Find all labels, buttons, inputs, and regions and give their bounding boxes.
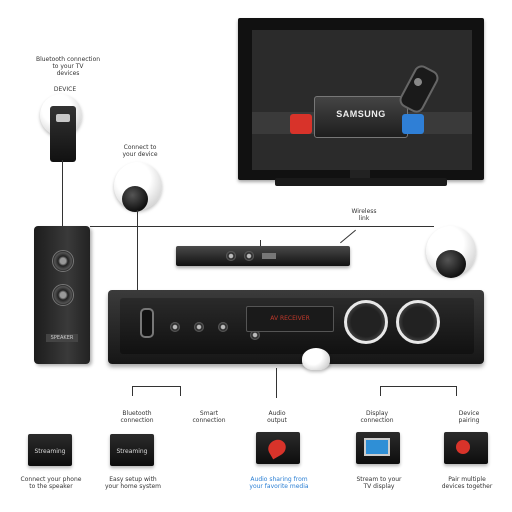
connector-line-h: [90, 226, 434, 227]
bottom-bracket-right-v2: [456, 386, 457, 396]
receiver-slot: [140, 308, 154, 338]
feature-desc-3-line-2: your favorite media: [249, 483, 309, 490]
receiver-knob-right[interactable]: [396, 300, 440, 344]
feature-desc-1: Connect your phone to the speaker: [18, 476, 84, 490]
feature-caption-2-line-2: connection: [192, 417, 226, 424]
bottom-line-center: [276, 368, 277, 398]
feature-caption-1-line-2: connection: [120, 417, 154, 424]
feature-caption-5-line-2: pairing: [458, 417, 480, 424]
feature-card-5[interactable]: [444, 432, 488, 464]
feature-desc-2-line-2: your home system: [104, 483, 161, 490]
soundbar-port: [262, 253, 276, 259]
receiver-display: AV RECEIVER: [246, 306, 334, 332]
round-device-left-dot: [122, 186, 148, 212]
callout-line-1: Bluetooth connection: [35, 56, 101, 63]
feature-desc-2: Easy setup with your home system: [100, 476, 166, 490]
soundbar-jack-1: [226, 251, 236, 261]
speaker-badge-text: SPEAKER: [50, 335, 74, 341]
receiver-jack-2[interactable]: [194, 322, 204, 332]
receiver-jack-1[interactable]: [170, 322, 180, 332]
feature-desc-3-line-1: Audio sharing from: [250, 476, 308, 483]
feature-caption-2-line-1: Smart: [199, 410, 219, 417]
display-monitor-icon: [364, 438, 390, 456]
feature-caption-3-line-2: output: [267, 417, 287, 424]
callout-mid-line-1: Connect to: [123, 144, 157, 151]
receiver-jack-3[interactable]: [218, 322, 228, 332]
feature-desc-5-line-2: devices together: [441, 483, 493, 490]
feature-caption-3-line-1: Audio: [268, 410, 286, 417]
feature-desc-4-line-2: TV display: [363, 483, 395, 490]
speaker-cone-bottom: [52, 284, 74, 306]
feature-caption-1-line-1: Bluetooth: [122, 410, 152, 417]
bottom-bracket-left-v1: [132, 386, 133, 396]
feature-caption-2: Smart connection: [184, 410, 234, 424]
device-label: DEVICE: [53, 86, 77, 93]
feature-desc-1-line-1: Connect your phone: [20, 476, 82, 483]
feature-card-2[interactable]: Streaming: [110, 434, 154, 466]
connector-line-dongle: [62, 160, 63, 226]
feature-card-2-label: Streaming: [116, 448, 148, 455]
feature-desc-4-line-1: Stream to your: [356, 476, 402, 483]
pairing-red-icon: [456, 440, 470, 454]
bottom-bracket-right: [380, 386, 456, 387]
callout-top-left: Bluetooth connection to your TV devices: [26, 56, 110, 77]
feature-card-1-label: Streaming: [34, 448, 66, 455]
receiver-drop-connector: [302, 348, 330, 370]
callout-mid-line-2: your device: [122, 151, 158, 158]
feature-desc-3: Audio sharing from your favorite media: [242, 476, 316, 490]
speaker-badge: SPEAKER: [46, 334, 78, 342]
feature-caption-4-line-2: connection: [360, 417, 394, 424]
round-device-right-dot: [436, 250, 466, 278]
feature-caption-4-line-1: Display: [365, 410, 389, 417]
feature-card-3[interactable]: [256, 432, 300, 464]
feature-caption-4: Display connection: [352, 410, 402, 424]
soundbar-jack-2: [244, 251, 254, 261]
speaker-cone-top: [52, 250, 74, 272]
bottom-bracket-right-v1: [380, 386, 381, 396]
feature-caption-5: Device pairing: [444, 410, 494, 424]
connector-line-soundbar: [260, 240, 261, 248]
receiver-display-text: AV RECEIVER: [270, 315, 310, 322]
connector-line-diag: [340, 229, 356, 244]
tv-brand-panel: SAMSUNG: [314, 96, 408, 138]
callout-mid-left: Connect to your device: [118, 144, 162, 158]
callout-line-2: to your TV: [52, 63, 84, 70]
tv-brand-text: SAMSUNG: [336, 109, 386, 119]
feature-caption-5-line-1: Device: [458, 410, 480, 417]
callout-right-line-1: Wireless: [351, 208, 377, 215]
tv-app-tile-red[interactable]: [290, 114, 312, 134]
receiver-knob-left[interactable]: [344, 300, 388, 344]
feature-caption-3: Audio output: [254, 410, 300, 424]
feature-card-1[interactable]: Streaming: [28, 434, 72, 466]
feature-card-4[interactable]: [356, 432, 400, 464]
feature-desc-2-line-1: Easy setup with: [109, 476, 157, 483]
tv-stand: [275, 178, 447, 186]
feature-desc-1-line-2: to the speaker: [29, 483, 73, 490]
tv-neck: [350, 170, 370, 180]
feature-desc-4: Stream to your TV display: [346, 476, 412, 490]
receiver-jack-4[interactable]: [250, 330, 260, 340]
callout-line-3: devices: [56, 70, 80, 77]
connector-line-left-round: [137, 210, 138, 290]
feature-caption-1: Bluetooth connection: [110, 410, 164, 424]
dongle-tip-icon: [56, 114, 70, 122]
tv-app-tile-blue[interactable]: [402, 114, 424, 134]
callout-right: Wireless link: [346, 208, 382, 222]
bottom-bracket-left-v2: [180, 386, 181, 396]
audio-flame-icon: [265, 436, 289, 460]
callout-right-line-2: link: [358, 215, 370, 222]
bottom-bracket-left: [132, 386, 180, 387]
feature-desc-5: Pair multiple devices together: [434, 476, 500, 490]
feature-desc-5-line-1: Pair multiple: [448, 476, 486, 483]
